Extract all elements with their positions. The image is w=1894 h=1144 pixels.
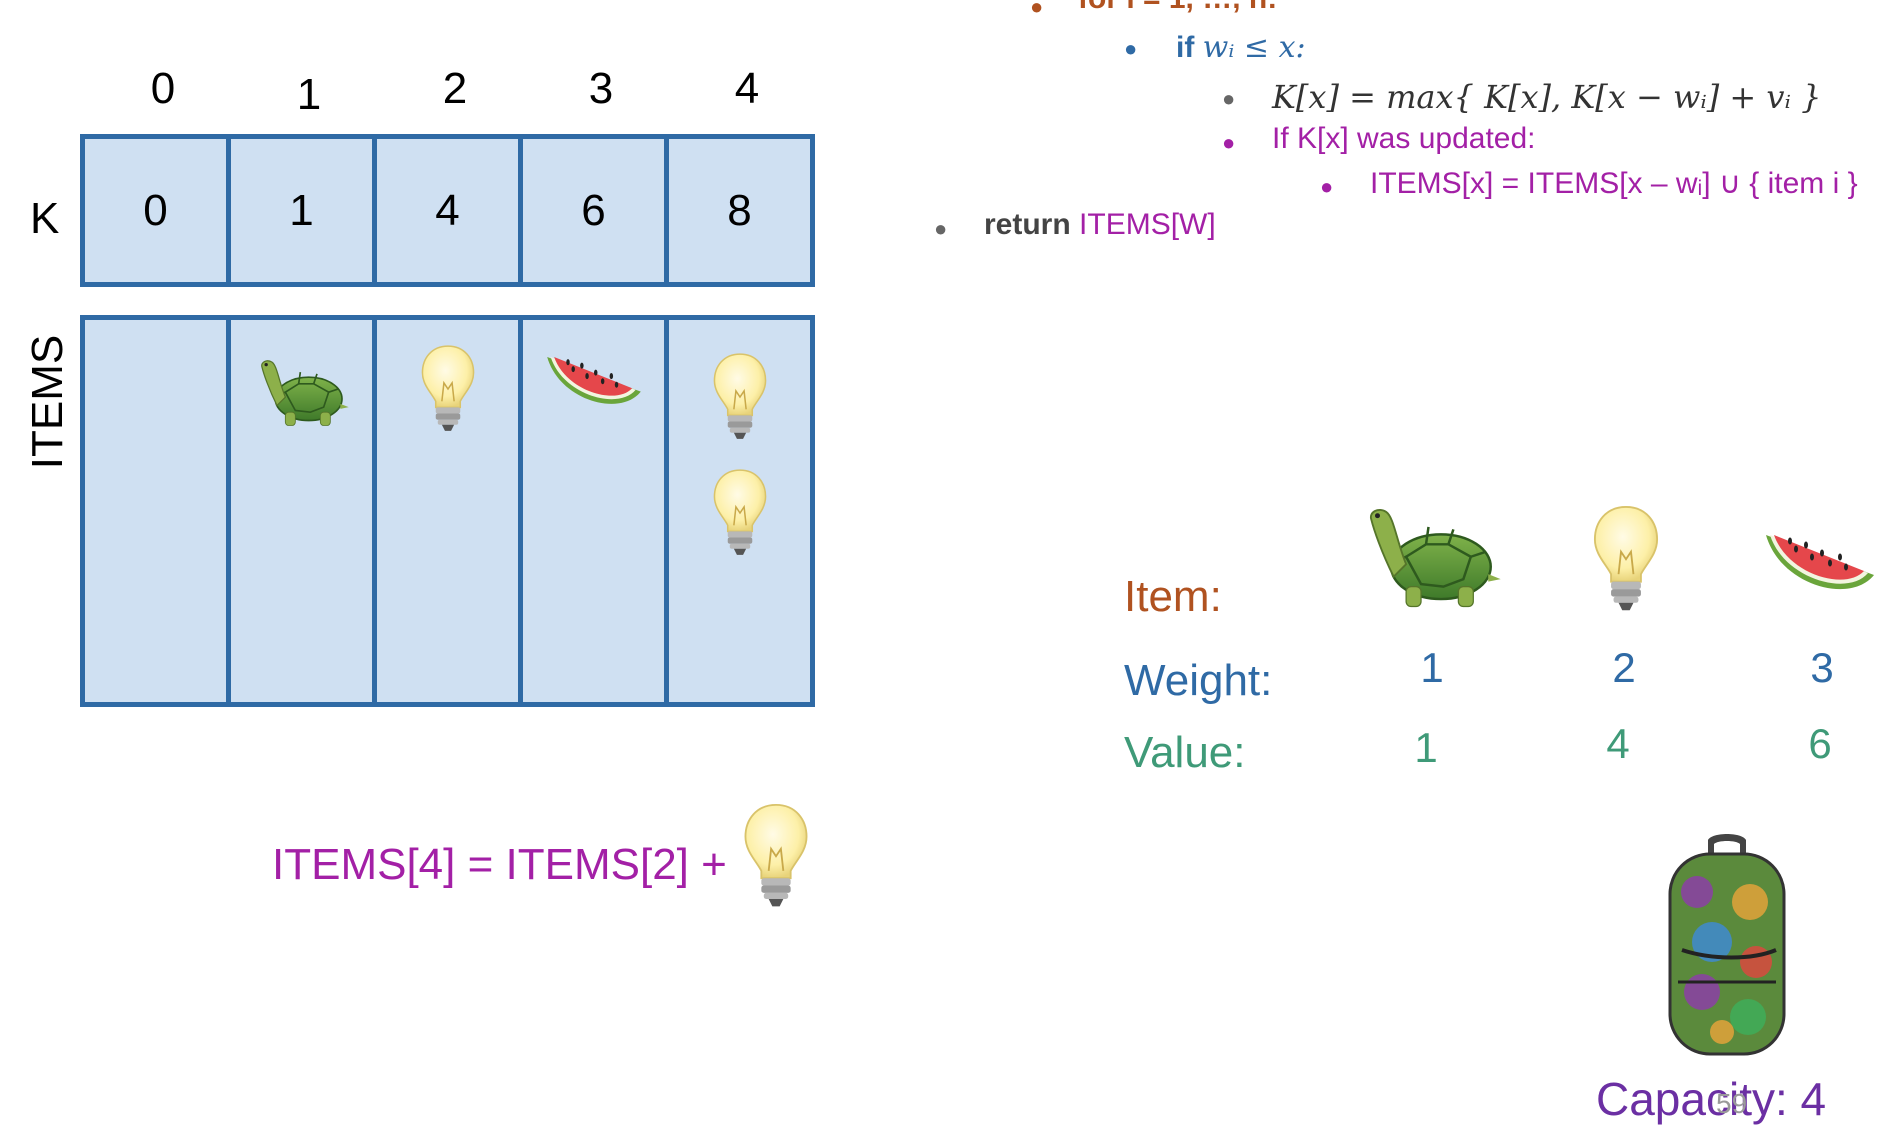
pseudocode-if-line: if wᵢ ≤ x: xyxy=(1176,30,1306,65)
turtle-icon xyxy=(252,354,352,432)
value-value: 6 xyxy=(1808,720,1832,767)
weight-value: 1 xyxy=(1420,644,1444,691)
column-index: 0 xyxy=(150,64,176,113)
bullet: ● xyxy=(1124,36,1138,61)
pseudocode-max-line: K[x] = max{ K[x], K[x − wᵢ] + vᵢ } xyxy=(1272,78,1822,116)
items-cell xyxy=(231,320,377,702)
lightbulb-icon xyxy=(1588,502,1664,614)
value-label: Value: xyxy=(1124,728,1246,777)
pseudocode-updated-line: If K[x] was updated: xyxy=(1272,122,1536,155)
k-row-label: K xyxy=(30,194,60,243)
k-table-row: 0 1 4 6 8 xyxy=(80,134,815,287)
k-cell: 1 xyxy=(231,139,377,282)
k-cell: 6 xyxy=(523,139,669,282)
weight-value: 2 xyxy=(1612,644,1636,691)
items-cell xyxy=(523,320,669,702)
equation-text: ITEMS[4] = ITEMS[2] + xyxy=(272,840,727,889)
return-value: ITEMS[W] xyxy=(1079,208,1216,241)
watermelon-icon xyxy=(1760,524,1880,606)
if-condition: wᵢ ≤ x: xyxy=(1202,30,1306,65)
items-table-row xyxy=(80,315,815,707)
bullet: ● xyxy=(1222,86,1236,111)
k-cell: 0 xyxy=(85,139,231,282)
column-index: 2 xyxy=(442,64,468,113)
column-index: 3 xyxy=(588,64,614,113)
capacity-label: Capacity: 4 xyxy=(1596,1073,1827,1125)
if-keyword: if xyxy=(1176,31,1195,64)
value-value: 1 xyxy=(1414,724,1438,771)
item-label: Item: xyxy=(1124,572,1222,621)
lightbulb-icon xyxy=(709,466,771,558)
weight-label: Weight: xyxy=(1124,656,1273,705)
watermelon-icon xyxy=(542,346,646,420)
items-row-label: ITEMS xyxy=(23,334,72,470)
items-update-equation: ITEMS[4] = ITEMS[2] + xyxy=(272,820,813,910)
k-cell: 8 xyxy=(727,185,752,235)
return-keyword: return xyxy=(984,208,1071,241)
value-value: 4 xyxy=(1606,720,1630,767)
backpack-icon xyxy=(1668,834,1786,1056)
pseudocode-for-line: for i = 1, …, n: xyxy=(1078,0,1277,16)
turtle-icon xyxy=(1356,502,1506,614)
column-index: 1 xyxy=(296,70,322,119)
bullet: ● xyxy=(934,216,948,241)
slide-number: 59 xyxy=(1716,1088,1748,1119)
pseudocode-return-line: return ITEMS[W] xyxy=(984,208,1216,242)
lightbulb-icon xyxy=(739,800,813,910)
pseudocode-items-update-line: ITEMS[x] = ITEMS[x – wᵢ] ∪ { item i } xyxy=(1370,167,1858,200)
items-cell xyxy=(377,320,523,702)
items-cell xyxy=(85,320,231,702)
lightbulb-icon xyxy=(417,342,479,434)
items-cell xyxy=(669,320,810,702)
weight-value: 3 xyxy=(1810,644,1834,691)
lightbulb-icon xyxy=(709,350,771,442)
bullet: ● xyxy=(1320,174,1334,199)
bullet: ● xyxy=(1222,130,1236,155)
column-index: 4 xyxy=(734,64,760,113)
bullet: ● xyxy=(1030,0,1044,19)
k-cell: 4 xyxy=(377,139,523,282)
